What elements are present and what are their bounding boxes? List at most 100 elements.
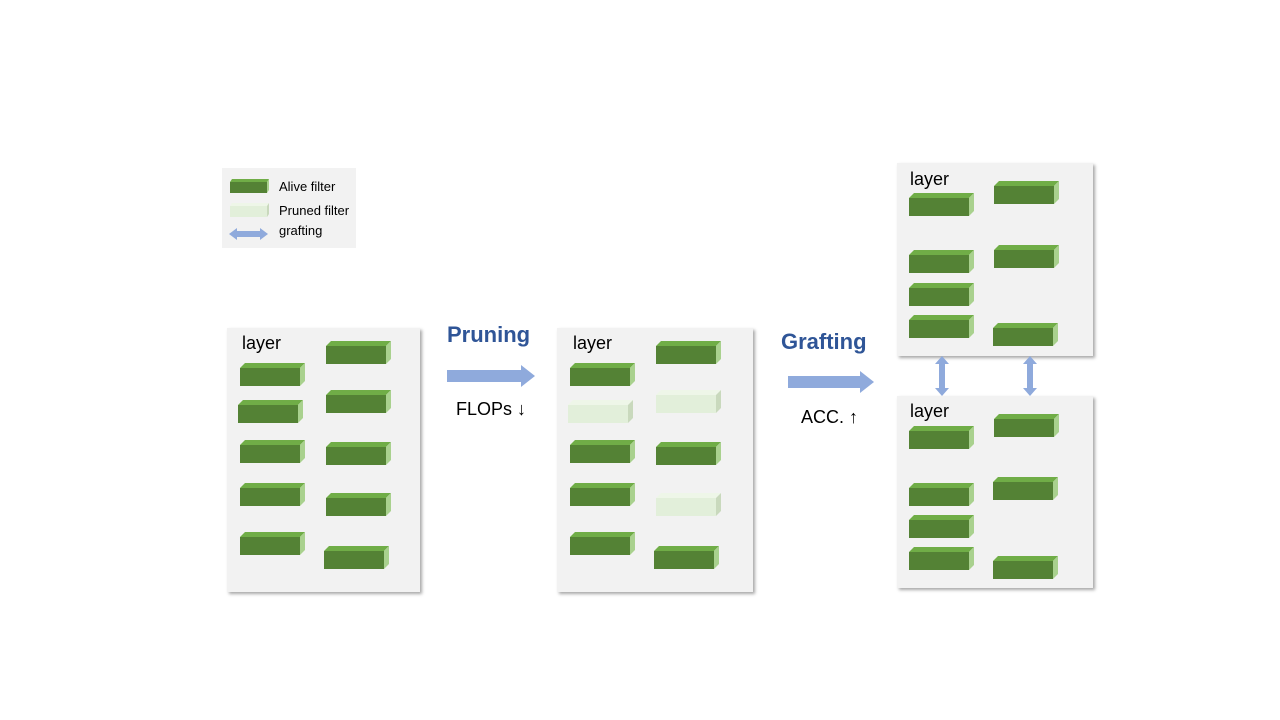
alive-filter-block: [326, 442, 391, 465]
filter-front-face: [656, 346, 716, 364]
filter-side-face: [716, 390, 721, 413]
filter-side-face: [1054, 414, 1059, 437]
pruned-filter-block: [656, 493, 721, 516]
alive-filter-block: [993, 323, 1058, 346]
filter-top-face: [656, 493, 721, 498]
filter-front-face: [994, 419, 1054, 437]
filter-side-face: [386, 442, 391, 465]
filter-side-face: [969, 547, 974, 570]
pruning-step-title: Pruning: [447, 322, 531, 347]
accuracy-metric: ACC. ↑: [801, 407, 859, 427]
filter-top-face: [568, 400, 633, 405]
alive-filter-block-icon: [230, 179, 269, 193]
filter-side-face: [1054, 181, 1059, 204]
filter-top-face: [909, 483, 974, 488]
filter-front-face: [909, 431, 969, 449]
alive-filter-block: [654, 546, 719, 569]
alive-filter-block: [240, 440, 305, 463]
filter-front-face: [656, 395, 716, 413]
filter-front-face: [994, 250, 1054, 268]
alive-filter-block: [240, 532, 305, 555]
legend: Alive filter Pruned filter grafting: [222, 168, 356, 248]
pruned-filter-block: [656, 390, 721, 413]
filter-top-face: [326, 341, 391, 346]
alive-filter-block: [994, 181, 1059, 204]
alive-filter-block: [240, 483, 305, 506]
filter-front-face: [240, 488, 300, 506]
filter-top-face: [994, 245, 1059, 250]
filter-front-face: [326, 447, 386, 465]
filter-side-face: [1054, 245, 1059, 268]
filter-top-face: [656, 442, 721, 447]
filter-front-face: [909, 255, 969, 273]
filter-side-face: [969, 283, 974, 306]
filter-front-face: [240, 445, 300, 463]
alive-filter-block: [909, 426, 974, 449]
filter-top-face: [656, 341, 721, 346]
filter-side-face: [300, 483, 305, 506]
alive-filter-block: [324, 546, 389, 569]
pruned-filter-block: [568, 400, 633, 423]
alive-filter-block: [909, 547, 974, 570]
filter-top-face: [993, 556, 1058, 561]
filter-side-face: [969, 315, 974, 338]
filter-side-face: [630, 532, 635, 555]
alive-filter-block: [570, 532, 635, 555]
grafting-arrow-icon: [788, 371, 874, 393]
filter-side-face: [298, 400, 303, 423]
filter-front-face: [326, 346, 386, 364]
filter-front-face: [993, 561, 1053, 579]
filter-front-face: [238, 405, 298, 423]
alive-filter-block: [909, 283, 974, 306]
filter-front-face: [570, 445, 630, 463]
filter-side-face: [1053, 556, 1058, 579]
pruning-arrow-icon: [447, 365, 535, 387]
filter-side-face: [386, 493, 391, 516]
filter-top-face: [909, 426, 974, 431]
alive-filter-block: [326, 493, 391, 516]
filter-side-face: [384, 546, 389, 569]
filter-side-face: [716, 442, 721, 465]
filter-side-face: [716, 493, 721, 516]
filter-top-face: [994, 181, 1059, 186]
filter-front-face: [570, 488, 630, 506]
flops-metric: FLOPs ↓: [456, 399, 527, 419]
filter-front-face: [909, 288, 969, 306]
filter-top-face: [909, 193, 974, 198]
filter-top-face: [993, 477, 1058, 482]
filter-front-face: [654, 551, 714, 569]
alive-filter-block: [238, 400, 303, 423]
pruned-filter-block-icon: [230, 203, 269, 217]
filter-top-face: [656, 390, 721, 395]
filter-side-face: [628, 400, 633, 423]
layer-label: layer: [910, 169, 950, 189]
filter-top-face: [240, 532, 305, 537]
filter-front-face: [570, 368, 630, 386]
filter-side-face: [386, 341, 391, 364]
alive-filter-block: [993, 556, 1058, 579]
grafting-step-title: Grafting: [781, 329, 867, 354]
filter-side-face: [969, 483, 974, 506]
alive-filter-block: [240, 363, 305, 386]
filter-top-face: [240, 483, 305, 488]
alive-filter-block: [326, 341, 391, 364]
legend-grafting-label: grafting: [279, 223, 323, 238]
filter-front-face: [656, 447, 716, 465]
alive-filter-block: [909, 515, 974, 538]
double-arrow-icon: [229, 228, 268, 240]
filter-side-face: [969, 426, 974, 449]
filter-front-face: [324, 551, 384, 569]
legend-alive-label: Alive filter: [279, 179, 336, 194]
filter-front-face: [570, 537, 630, 555]
alive-filter-block: [994, 414, 1059, 437]
filter-front-face: [240, 537, 300, 555]
filter-front-face: [656, 498, 716, 516]
alive-filter-block: [326, 390, 391, 413]
layer-label: layer: [242, 333, 282, 353]
alive-filter-block: [909, 315, 974, 338]
layer-label: layer: [910, 401, 950, 421]
filter-side-face: [630, 483, 635, 506]
filter-front-face: [240, 368, 300, 386]
alive-filter-block: [909, 193, 974, 216]
filter-top-face: [909, 315, 974, 320]
